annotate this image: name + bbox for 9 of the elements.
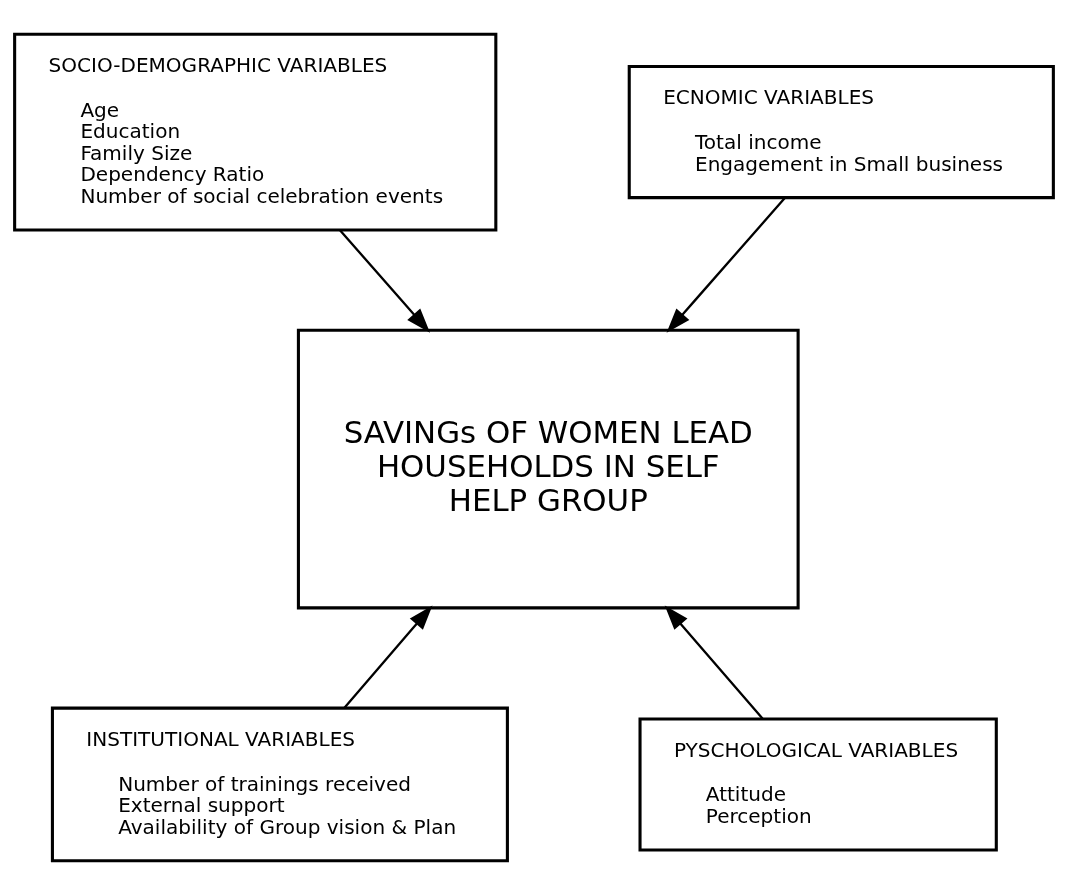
node-box: ECNOMIC VARIABLES Total income Engagement in Small business	[627, 64, 1055, 199]
node-box: SOCIO-DEMOGRAPHIC VARIABLES Age Education Family Size Dependency Ratio Number of social celebration events	[13, 32, 498, 232]
node-box: SAVINGs OF WOMEN LEAD HOUSEHOLDS IN SELF HELP GROUP	[296, 328, 800, 609]
arrow	[339, 228, 431, 333]
node-box: INSTITUTIONAL VARIABLES Number of trainings received External support Availability of Group vision & Plan	[50, 706, 509, 862]
arrow	[664, 604, 764, 719]
node-box: PYSCHOLOGICAL VARIABLES Attitude Perception	[638, 716, 998, 852]
arrow	[343, 604, 433, 709]
arrow	[666, 196, 786, 333]
